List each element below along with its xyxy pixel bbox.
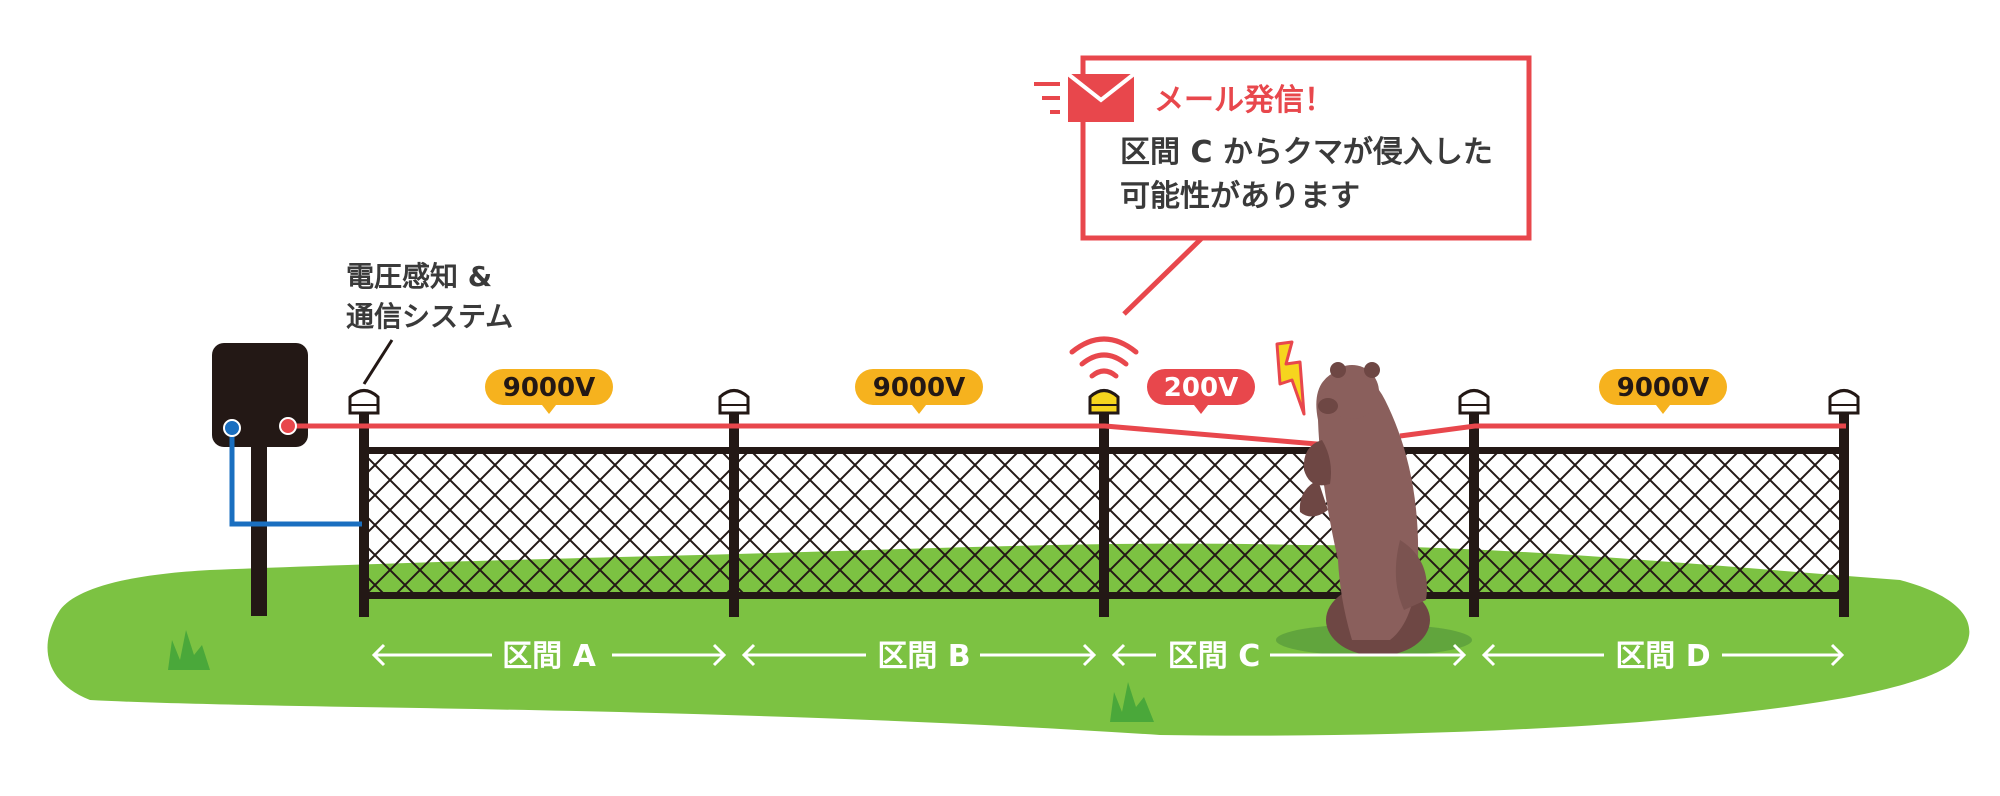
control-box-post xyxy=(251,440,267,616)
insulator-cap xyxy=(718,389,750,415)
section-label-b: 区間 B xyxy=(877,639,970,674)
voltage-label: 9000V xyxy=(503,373,596,403)
section-label-d: 区間 D xyxy=(1615,639,1710,674)
voltage-badge-a: 9000V xyxy=(485,369,613,414)
bear-illustration xyxy=(1276,362,1472,656)
envelope-icon xyxy=(1034,72,1136,122)
voltage-badge-c: 200V xyxy=(1147,369,1255,414)
insulator-cap-alert xyxy=(1088,389,1120,415)
alert-callout-box xyxy=(1080,55,1532,241)
insulator-cap xyxy=(1828,389,1860,415)
callout-pointer xyxy=(1122,236,1204,316)
live-wire xyxy=(1399,423,1846,439)
grass-tuft xyxy=(168,630,210,670)
fence-post xyxy=(729,412,739,617)
section-label-a: 区間 A xyxy=(502,639,596,674)
system-label-line2: 通信システム xyxy=(346,300,513,333)
voltage-label: 200V xyxy=(1164,373,1238,403)
alert-message-line2: 可能性があります xyxy=(1120,179,1360,214)
section-span-a xyxy=(371,643,727,667)
ground-wire xyxy=(229,428,362,527)
fence-post xyxy=(1099,412,1109,617)
grass-tuft xyxy=(1110,682,1154,722)
insulator-cap xyxy=(1458,389,1490,415)
fence-post xyxy=(359,412,369,617)
voltage-badge-b: 9000V xyxy=(855,369,983,414)
fence-post xyxy=(1839,412,1849,617)
fence-post xyxy=(1469,412,1479,617)
system-label-pointer xyxy=(362,339,394,385)
section-label-c: 区間 C xyxy=(1168,639,1260,674)
live-terminal xyxy=(279,417,297,435)
alert-title: メール発信！ xyxy=(1154,83,1334,118)
voltage-badge-d: 9000V xyxy=(1599,369,1727,414)
section-span-d xyxy=(1481,643,1845,667)
lightning-icon xyxy=(1275,340,1306,416)
section-span-c xyxy=(1111,643,1467,667)
voltage-label: 9000V xyxy=(873,373,966,403)
alert-message-line1: 区間 C からクマが侵入した xyxy=(1120,135,1493,170)
live-wire xyxy=(288,423,1341,449)
voltage-label: 9000V xyxy=(1617,373,1710,403)
wifi-signal-icon xyxy=(1069,336,1139,379)
system-label-line1: 電圧感知 & xyxy=(346,260,492,293)
insulator-cap xyxy=(348,389,380,415)
section-span-b xyxy=(741,643,1097,667)
ground-terminal xyxy=(223,419,241,437)
